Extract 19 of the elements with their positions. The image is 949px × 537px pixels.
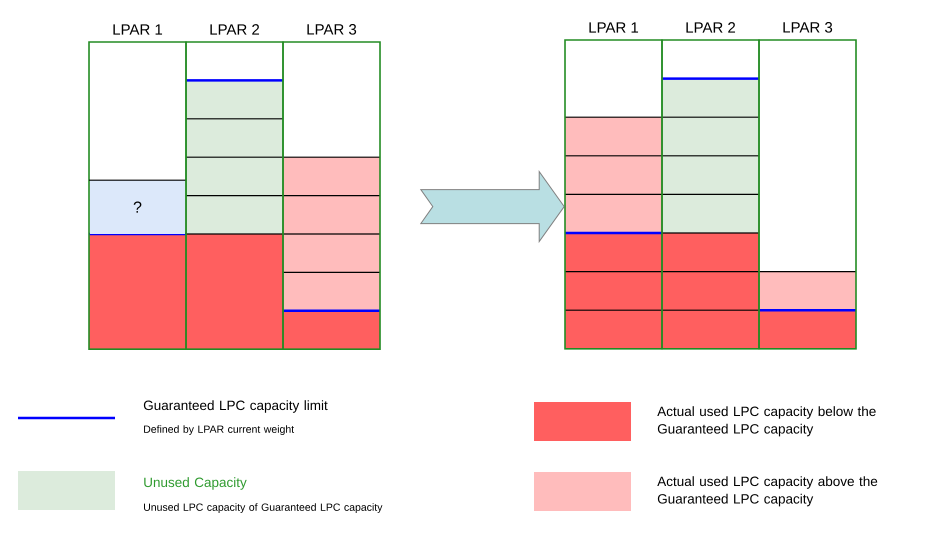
lpar-column: LPAR 2: [661, 22, 760, 350]
legend-note: Defined by LPAR current weight: [144, 425, 294, 435]
legend-text: Actual used LPC capacity below the Guaranteed LPC capacity: [657, 406, 876, 436]
block-arrow: [420, 170, 565, 244]
unknown-capacity-cell: ?: [89, 180, 186, 234]
node-label: LPAR 3: [783, 22, 832, 33]
lpar-column: LPAR 3: [758, 22, 857, 350]
node-label: LPAR 1: [589, 22, 638, 33]
legend-note: Unused LPC capacity of Guaranteed LPC capacity: [144, 503, 382, 513]
node-label: LPAR 1: [113, 24, 162, 35]
node-label: LPAR 3: [307, 24, 356, 35]
lpar-column: LPAR 3: [282, 24, 381, 350]
node-label: LPAR 2: [686, 22, 736, 33]
node-label: LPAR 2: [210, 24, 260, 35]
lpar-column: LPAR 1: [564, 22, 663, 350]
legend-text: Unused Capacity: [144, 477, 247, 490]
legend-text: Guaranteed LPC capacity limit: [144, 400, 328, 413]
legend-text: Actual used LPC capacity above the Guaranteed LPC capacity: [657, 476, 878, 506]
lpar-column: LPAR 2: [185, 24, 284, 350]
